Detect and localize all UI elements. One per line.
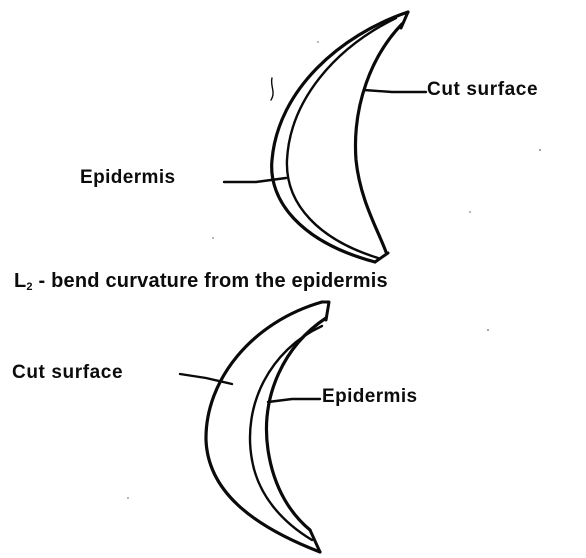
top-leader-lines bbox=[224, 90, 426, 182]
bottom-leader-lines bbox=[180, 374, 320, 402]
diagram-caption: L2 - bend curvature from the epidermis bbox=[14, 271, 388, 293]
top-cut-surface-label: Cut surface bbox=[427, 80, 538, 99]
bottom-epidermis-label: Epidermis bbox=[322, 387, 417, 406]
caption-prefix: L bbox=[14, 270, 26, 292]
top-epidermis-leader bbox=[224, 178, 286, 182]
bottom-epidermis-leader bbox=[268, 399, 320, 402]
bottom-upper-end bbox=[322, 302, 329, 320]
bottom-outer-edge bbox=[206, 302, 322, 552]
bottom-inner-edge bbox=[267, 318, 326, 530]
top-inner-edge bbox=[355, 24, 402, 252]
top-outer-edge bbox=[272, 12, 408, 262]
top-cut-surface-leader bbox=[364, 90, 426, 92]
top-epidermis-label: Epidermis bbox=[80, 168, 175, 187]
caption-text: - bend curvature from the epidermis bbox=[33, 270, 388, 292]
bottom-stem-segment bbox=[206, 302, 329, 552]
bottom-cut-surface-label: Cut surface bbox=[12, 363, 123, 382]
top-stem-segment bbox=[271, 12, 408, 262]
top-stray-mark bbox=[271, 78, 273, 100]
